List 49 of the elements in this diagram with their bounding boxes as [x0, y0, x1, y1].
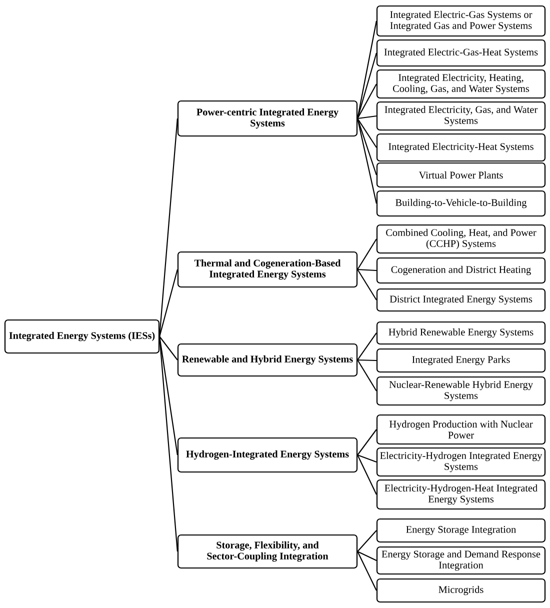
item-box: Electricity-Hydrogen-Heat Integrated Energy Systems — [376, 479, 546, 510]
connector-line — [357, 84, 377, 119]
item-box: Energy Storage Integration — [376, 518, 546, 543]
connector-line — [357, 454, 377, 495]
connector-line — [357, 530, 377, 552]
item-box: Integrated Electricity-Heat Systems — [376, 133, 546, 162]
connector-line — [357, 20, 377, 119]
category-box: Power-centric Integrated Energy Systems — [177, 100, 358, 137]
category-box: Hydrogen-Integrated Energy Systems — [177, 437, 358, 473]
item-box: Integrated Energy Parks — [376, 348, 546, 373]
category-box: Renewable and Hybrid Energy Systems — [177, 343, 358, 377]
connector-line — [357, 551, 377, 561]
connector-line — [357, 269, 377, 300]
item-box: Virtual Power Plants — [376, 162, 546, 188]
connector-line — [357, 118, 377, 176]
item-box: Microgrids — [376, 578, 546, 603]
item-box: Integrated Electric-Gas Systems or Integrated Gas and Power Systems — [376, 5, 546, 37]
connector-line — [357, 360, 377, 392]
connector-line — [357, 118, 377, 148]
connector-line — [159, 269, 178, 337]
category-box: Thermal and Cogeneration-Based Integrated Energy Systems — [177, 251, 358, 288]
item-box: Electricity-Hydrogen Integrated Energy Systems — [376, 447, 546, 477]
connector-line — [358, 268, 376, 272]
connector-line — [357, 238, 377, 270]
connector-line — [357, 332, 377, 360]
item-box: Combined Cooling, Heat, and Power (CCHP) Systems — [376, 224, 546, 254]
root-box: Integrated Energy Systems (IESs) — [4, 319, 160, 354]
item-box: Integrated Electricity, Heating, Cooling, Gas, and Water Systems — [376, 69, 546, 99]
connector-line — [357, 52, 377, 119]
category-box: Storage, Flexibility, and Sector-Coupling Integration — [177, 534, 358, 569]
item-box: Nuclear-Renewable Hybrid Energy Systems — [376, 376, 546, 406]
item-box: Cogeneration and District Heating — [376, 257, 546, 284]
item-box: Integrated Electricity, Gas, and Water Systems — [376, 101, 546, 131]
item-box: Energy Storage and Demand Response Integration — [376, 546, 546, 575]
connector-line — [357, 118, 377, 204]
connector-line — [159, 336, 178, 456]
item-box: Building-to-Vehicle-to-Building — [376, 190, 546, 217]
connector-line — [357, 115, 377, 120]
item-box: Hybrid Renewable Energy Systems — [376, 321, 546, 345]
connector-line — [357, 551, 377, 591]
connector-line — [159, 336, 178, 360]
connector-line — [357, 454, 377, 463]
item-box: District Integrated Energy Systems — [376, 288, 546, 312]
item-box: Hydrogen Production with Nuclear Power — [376, 414, 546, 445]
item-box: Integrated Electric-Gas-Heat Systems — [376, 39, 546, 67]
connector-line — [159, 118, 178, 337]
connector-line — [357, 429, 377, 456]
connector-line — [358, 359, 376, 362]
connector-line — [159, 336, 178, 552]
